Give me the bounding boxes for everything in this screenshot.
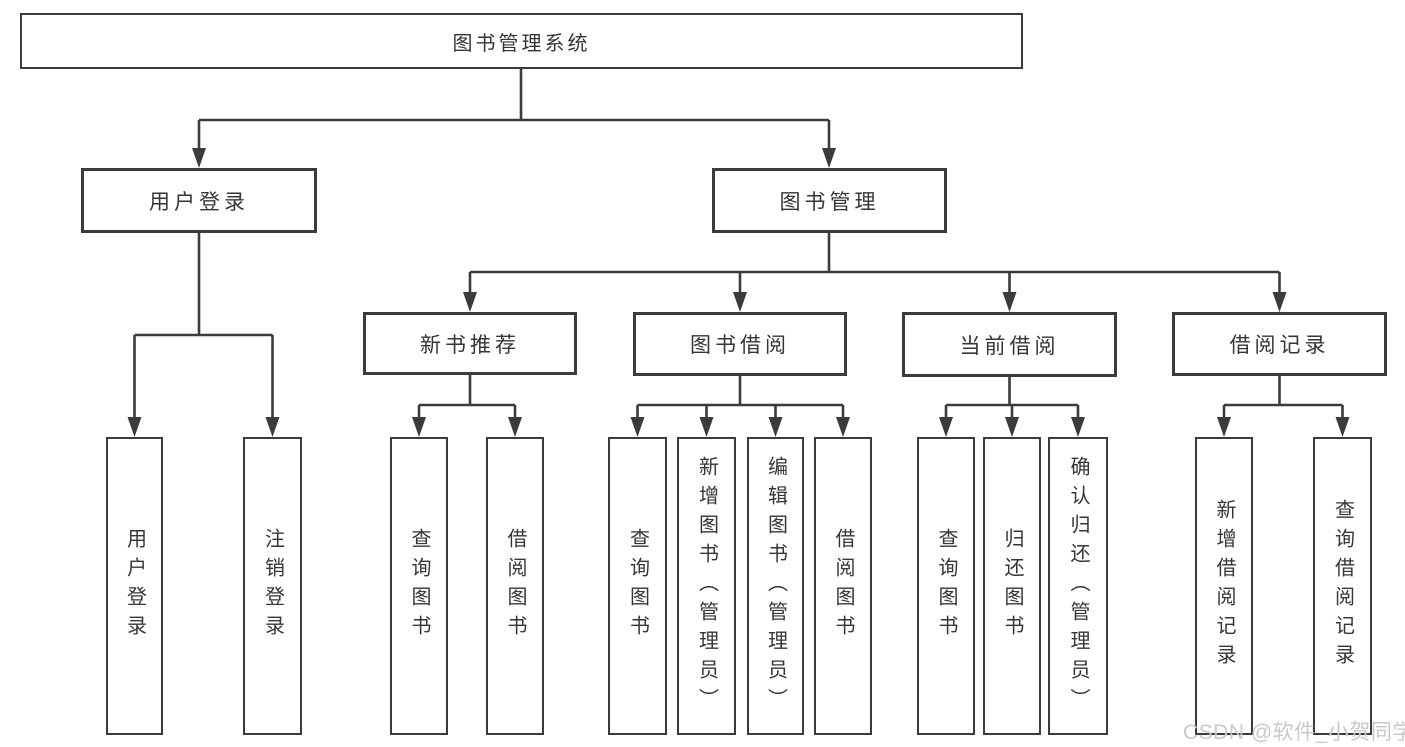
node-book-management-system: 图书管理系统 [20, 13, 1023, 69]
leaf-label: 查询图书 [626, 528, 649, 644]
leaf-current-query-books: 查询图书 [917, 437, 975, 735]
leaf-current-confirm-return-admin: 确认归还（管理员） [1048, 437, 1108, 735]
leaf-label: 新增借阅记录 [1213, 499, 1235, 673]
leaf-label: 注销登录 [261, 528, 284, 644]
leaf-logout: 注销登录 [243, 437, 302, 735]
leaf-records-query-record: 查询借阅记录 [1313, 437, 1372, 735]
leaf-borrowing-add-books-admin: 新增图书（管理员） [677, 437, 736, 735]
leaf-label: 查询图书 [935, 528, 957, 644]
leaf-current-return-books: 归还图书 [983, 437, 1041, 735]
leaf-borrowing-query-books: 查询图书 [608, 437, 667, 735]
node-new-book-recommendation: 新书推荐 [363, 312, 577, 375]
node-borrowing-records: 借阅记录 [1172, 312, 1387, 376]
leaf-label: 新增图书（管理员） [695, 455, 718, 717]
leaf-label: 查询图书 [408, 528, 430, 644]
leaf-label: 查询借阅记录 [1331, 499, 1354, 673]
leaf-user-login: 用户登录 [106, 437, 163, 735]
node-book-borrowing: 图书借阅 [633, 312, 847, 376]
node-book-management: 图书管理 [712, 168, 947, 233]
leaf-borrowing-borrow-books: 借阅图书 [814, 437, 872, 735]
csdn-watermark: CSDN @软件_小贺同学 [1183, 721, 1405, 744]
leaf-label: 用户登录 [123, 528, 146, 644]
leaf-borrowing-edit-books-admin: 编辑图书（管理员） [747, 437, 804, 735]
node-current-borrowing: 当前借阅 [902, 312, 1117, 377]
leaf-label: 编辑图书（管理员） [764, 455, 787, 717]
leaf-label: 归还图书 [1001, 528, 1023, 644]
leaf-label: 借阅图书 [504, 528, 526, 644]
arrowheads [127, 148, 1350, 437]
leaf-recommend-borrow-books: 借阅图书 [486, 437, 544, 735]
leaf-recommend-query-books: 查询图书 [390, 437, 448, 735]
leaf-label: 借阅图书 [832, 528, 854, 644]
leaf-label: 确认归还（管理员） [1067, 455, 1089, 717]
node-user-login: 用户登录 [81, 168, 317, 233]
leaf-records-add-record: 新增借阅记录 [1195, 437, 1253, 735]
